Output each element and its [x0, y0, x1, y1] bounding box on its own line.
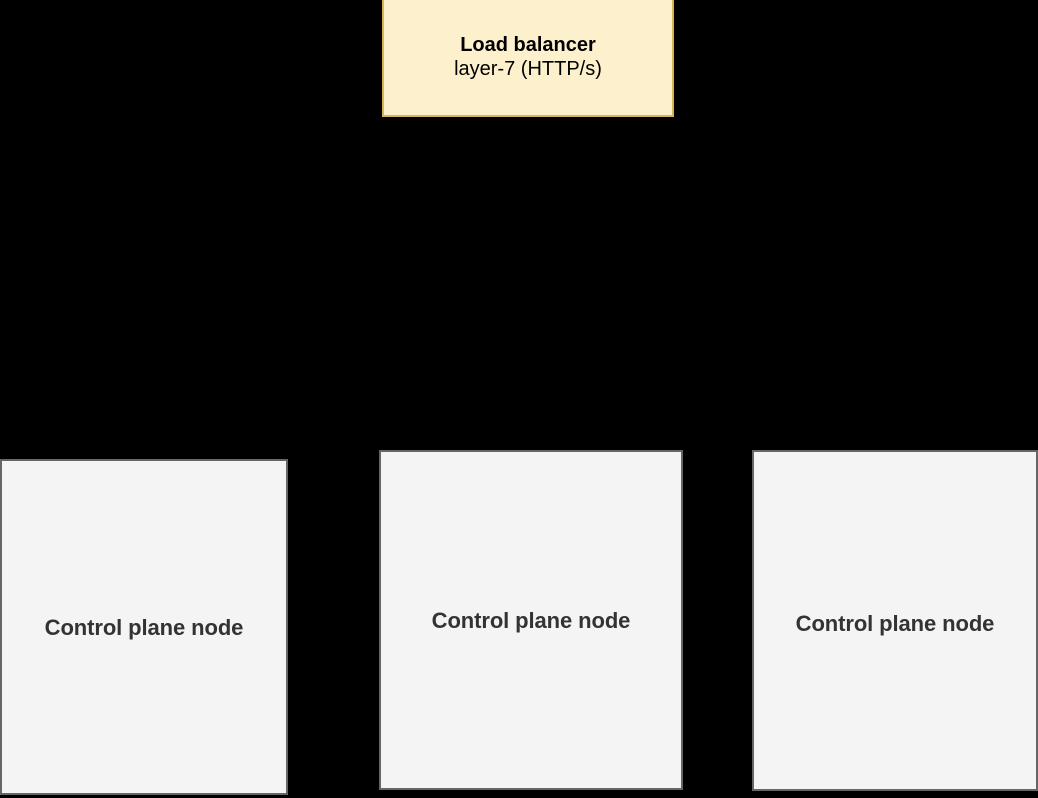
control-plane-node-3[interactable]: Control plane node — [752, 450, 1038, 791]
control-plane-node-3-label: Control plane node — [795, 610, 995, 636]
load-balancer-subtitle: layer-7 (HTTP/s) — [454, 57, 602, 80]
control-plane-node-2[interactable]: Control plane node — [379, 450, 683, 790]
load-balancer-node[interactable]: Load balancer layer-7 (HTTP/s) — [382, 0, 674, 117]
control-plane-node-2-label: Control plane node — [431, 608, 631, 633]
control-plane-node-1-label: Control plane node — [44, 615, 244, 640]
control-plane-node-1[interactable]: Control plane node — [0, 459, 288, 795]
load-balancer-title: Load balancer — [460, 33, 596, 56]
